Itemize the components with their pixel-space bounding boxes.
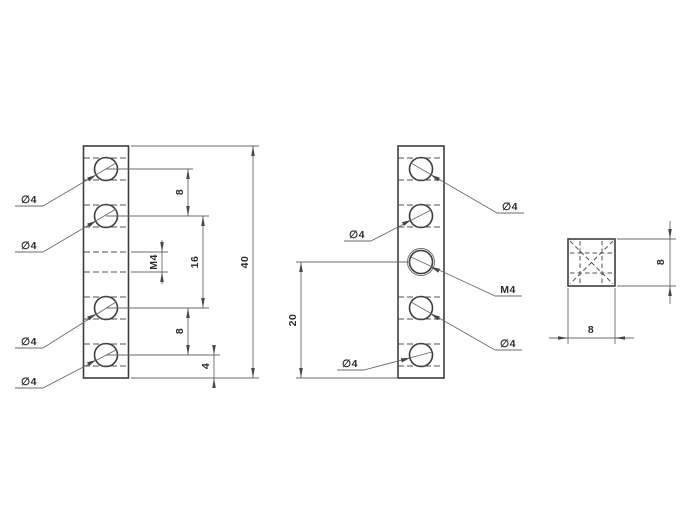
end-diagonal-2 <box>569 240 614 285</box>
front-dim-8-top-label: 8 <box>174 189 186 195</box>
side-dim-20-label: 20 <box>287 314 299 327</box>
front-view: M4 8 16 8 4 <box>15 145 259 389</box>
front-hidden-lines <box>84 157 128 367</box>
side-hole-2-callout: ∅4 <box>344 209 432 242</box>
front-dim-40: 40 <box>239 146 255 378</box>
front-dim-16-label: 16 <box>189 256 201 269</box>
side-view: 20 ∅4 ∅4 M4 ∅4 <box>287 145 524 379</box>
front-dim-8-bottom: 8 <box>174 308 190 355</box>
front-hole-2-label: ∅4 <box>21 240 37 252</box>
end-hidden-lines <box>569 240 614 285</box>
end-dim-width-label: 8 <box>588 324 594 336</box>
side-dim-20: 20 <box>287 261 410 379</box>
side-hole-2-circle <box>408 203 434 229</box>
side-thread-callout: M4 <box>410 256 522 297</box>
front-hole-4-callout: ∅4 <box>15 349 117 389</box>
front-part-outline <box>82 145 130 379</box>
side-hole-1-callout: ∅4 <box>410 162 524 214</box>
front-hole-2-callout: ∅4 <box>15 208 117 253</box>
side-hole-3-callout: ∅4 <box>410 301 522 351</box>
end-view: 8 8 <box>549 221 676 344</box>
side-hole-3-label: ∅4 <box>500 338 516 350</box>
front-dim-8-top: 8 <box>174 169 190 216</box>
front-dim-4: 4 <box>200 345 216 388</box>
end-part-outline <box>567 238 616 287</box>
front-hole-3-label: ∅4 <box>21 336 37 348</box>
front-dim-thread-label: M4 <box>148 254 160 270</box>
side-thread-label: M4 <box>500 284 516 296</box>
side-hole-1-label: ∅4 <box>502 201 518 213</box>
front-hole-3-callout: ∅4 <box>15 301 117 349</box>
front-dim-40-label: 40 <box>239 256 251 269</box>
side-hole-4-callout: ∅4 <box>337 351 433 371</box>
end-dim-height-label: 8 <box>655 259 667 265</box>
front-dim-16: 16 <box>189 216 205 308</box>
end-dim-width: 8 <box>549 288 634 344</box>
end-dim-height: 8 <box>617 221 676 304</box>
front-hole-1-label: ∅4 <box>21 194 37 206</box>
front-dim-thread: M4 <box>148 240 164 284</box>
side-hole-2-label: ∅4 <box>349 229 365 241</box>
front-dim-4-label: 4 <box>200 363 212 369</box>
front-hole-1-callout: ∅4 <box>15 162 117 207</box>
front-hole-4-label: ∅4 <box>21 376 37 388</box>
side-hole-4-label: ∅4 <box>342 358 358 370</box>
front-dim-8-bottom-label: 8 <box>174 328 186 334</box>
